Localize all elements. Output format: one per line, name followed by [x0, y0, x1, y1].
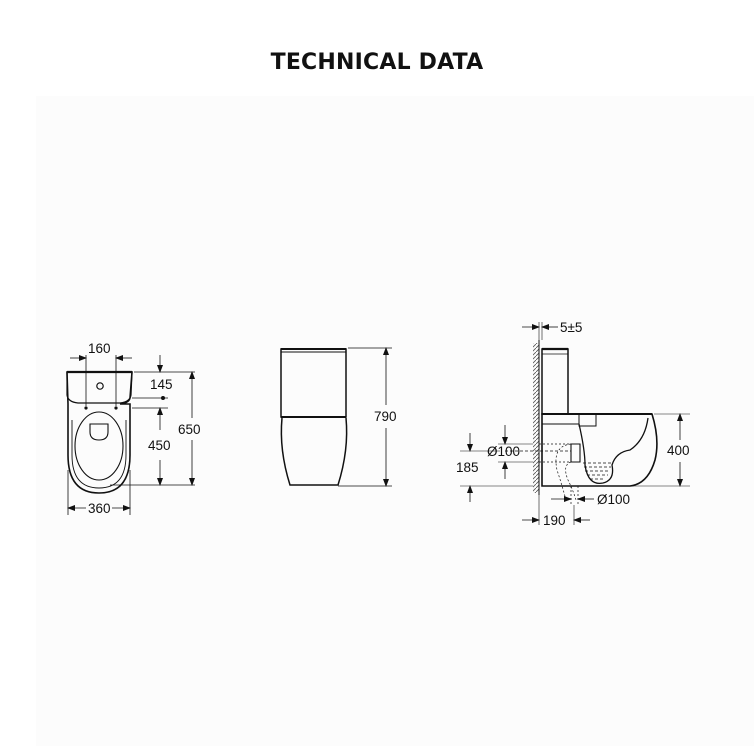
water-lines: [583, 462, 612, 480]
side-view: [460, 322, 690, 525]
top-view: [66, 355, 195, 515]
dim-outlet-offset: 190: [543, 513, 566, 528]
dim-fixing-to-front: 450: [148, 438, 171, 453]
wall-hatch: [533, 343, 539, 493]
tap-hole-icon: [96, 382, 104, 390]
dim-outlet-height: 185: [456, 460, 479, 475]
dim-fixing-spacing: 160: [88, 341, 111, 356]
dim-total-length: 650: [178, 422, 201, 437]
dim-width: 360: [88, 501, 111, 516]
dim-rim-height: 400: [667, 443, 690, 458]
dim-total-height: 790: [374, 409, 397, 424]
dim-outlet-horizontal-dia: Ø100: [487, 444, 520, 459]
top-view-outline: [66, 371, 133, 494]
dim-wall-gap: 5±5: [560, 320, 582, 335]
page-title: TECHNICAL DATA: [270, 50, 484, 75]
drawing-panel: [36, 96, 754, 746]
dim-tank-to-fixing: 145: [150, 377, 173, 392]
dim-outlet-floor-dia: Ø100: [597, 492, 630, 507]
front-view: [280, 347, 392, 487]
